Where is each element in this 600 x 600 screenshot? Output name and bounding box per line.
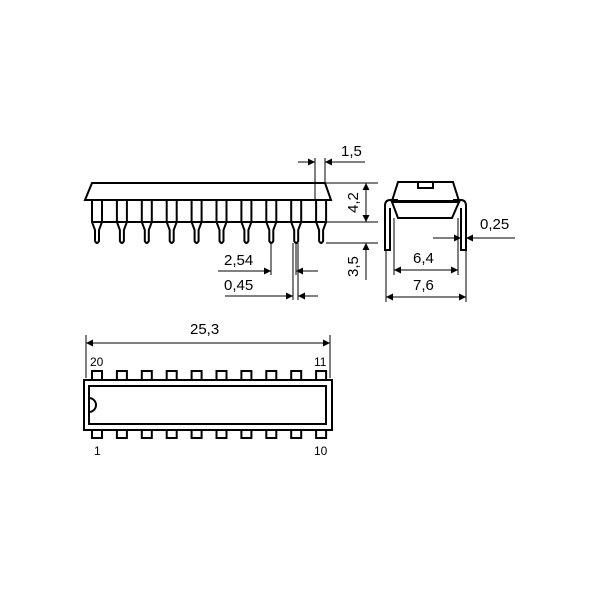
top-pin-lower xyxy=(315,429,328,439)
top-body-outer xyxy=(83,379,333,431)
top-pin-lower xyxy=(190,429,203,439)
side-pin xyxy=(240,200,253,244)
top-body-inner xyxy=(88,385,327,425)
dim-lead-offset-label: 1,5 xyxy=(341,143,362,160)
dim-lead-thickness-label: 0,25 xyxy=(480,216,509,233)
top-pin-upper xyxy=(91,370,103,381)
dim-lead-thickness: 0,25 xyxy=(433,216,515,242)
dim-body-length: 25,3 xyxy=(85,321,331,378)
dim-pitch: 2,54 xyxy=(218,243,318,275)
dim-body-length-label: 25,3 xyxy=(190,321,219,338)
top-pin-upper xyxy=(265,370,278,381)
pin-label-10: 10 xyxy=(314,444,328,458)
dim-body-height-label: 4,2 xyxy=(345,192,362,213)
top-view: 20 11 1 10 xyxy=(83,355,333,458)
top-pin-upper xyxy=(240,370,253,381)
side-pin xyxy=(165,200,178,244)
top-pins xyxy=(91,370,328,439)
top-pin-lower xyxy=(165,429,178,439)
pin1-notch xyxy=(88,397,97,413)
top-pin-lower xyxy=(290,429,303,439)
top-pin-lower xyxy=(91,429,103,439)
side-pin xyxy=(115,200,128,244)
top-pin-lower xyxy=(265,429,278,439)
top-pin-upper xyxy=(290,370,303,381)
top-pin-upper xyxy=(140,370,153,381)
top-pin-upper xyxy=(190,370,203,381)
dim-lead-width-label: 0,45 xyxy=(224,277,253,294)
top-pin-upper xyxy=(165,370,178,381)
side-pin xyxy=(215,200,228,244)
top-pin-lower xyxy=(215,429,228,439)
dim-lead-offset: 1,5 xyxy=(298,143,365,200)
top-pin-upper xyxy=(315,370,328,381)
dim-pitch-label: 2,54 xyxy=(224,252,253,269)
pin-label-20: 20 xyxy=(90,355,104,369)
top-pin-lower xyxy=(115,429,128,439)
dim-row-spacing-label: 7,6 xyxy=(413,277,434,294)
top-pin-upper xyxy=(115,370,128,381)
dim-body-width: 6,4 xyxy=(393,218,459,275)
top-pin-lower xyxy=(240,429,253,439)
dim-row-spacing: 7,6 xyxy=(385,250,467,302)
end-view xyxy=(384,181,467,251)
end-lead-right xyxy=(453,199,467,251)
pin-label-1: 1 xyxy=(94,444,101,458)
dim-lead-length-label: 3,5 xyxy=(345,256,362,277)
top-pin-lower xyxy=(140,429,153,439)
dim-lead-width: 0,45 xyxy=(224,243,318,300)
end-body-top xyxy=(390,181,461,202)
side-pin xyxy=(140,200,153,244)
pin-label-11: 11 xyxy=(314,355,327,369)
side-body xyxy=(83,182,333,201)
side-pin xyxy=(91,200,103,244)
dim-lead-length: 3,5 xyxy=(326,242,378,280)
end-notch xyxy=(417,181,434,189)
side-view xyxy=(83,182,333,244)
dim-body-width-label: 6,4 xyxy=(413,250,434,267)
dim-body-height: 4,2 xyxy=(326,182,378,223)
top-pin-upper xyxy=(215,370,228,381)
side-pin xyxy=(315,200,328,244)
end-lead-left xyxy=(384,199,398,251)
side-pin xyxy=(190,200,203,244)
end-body-bottom xyxy=(390,201,461,219)
